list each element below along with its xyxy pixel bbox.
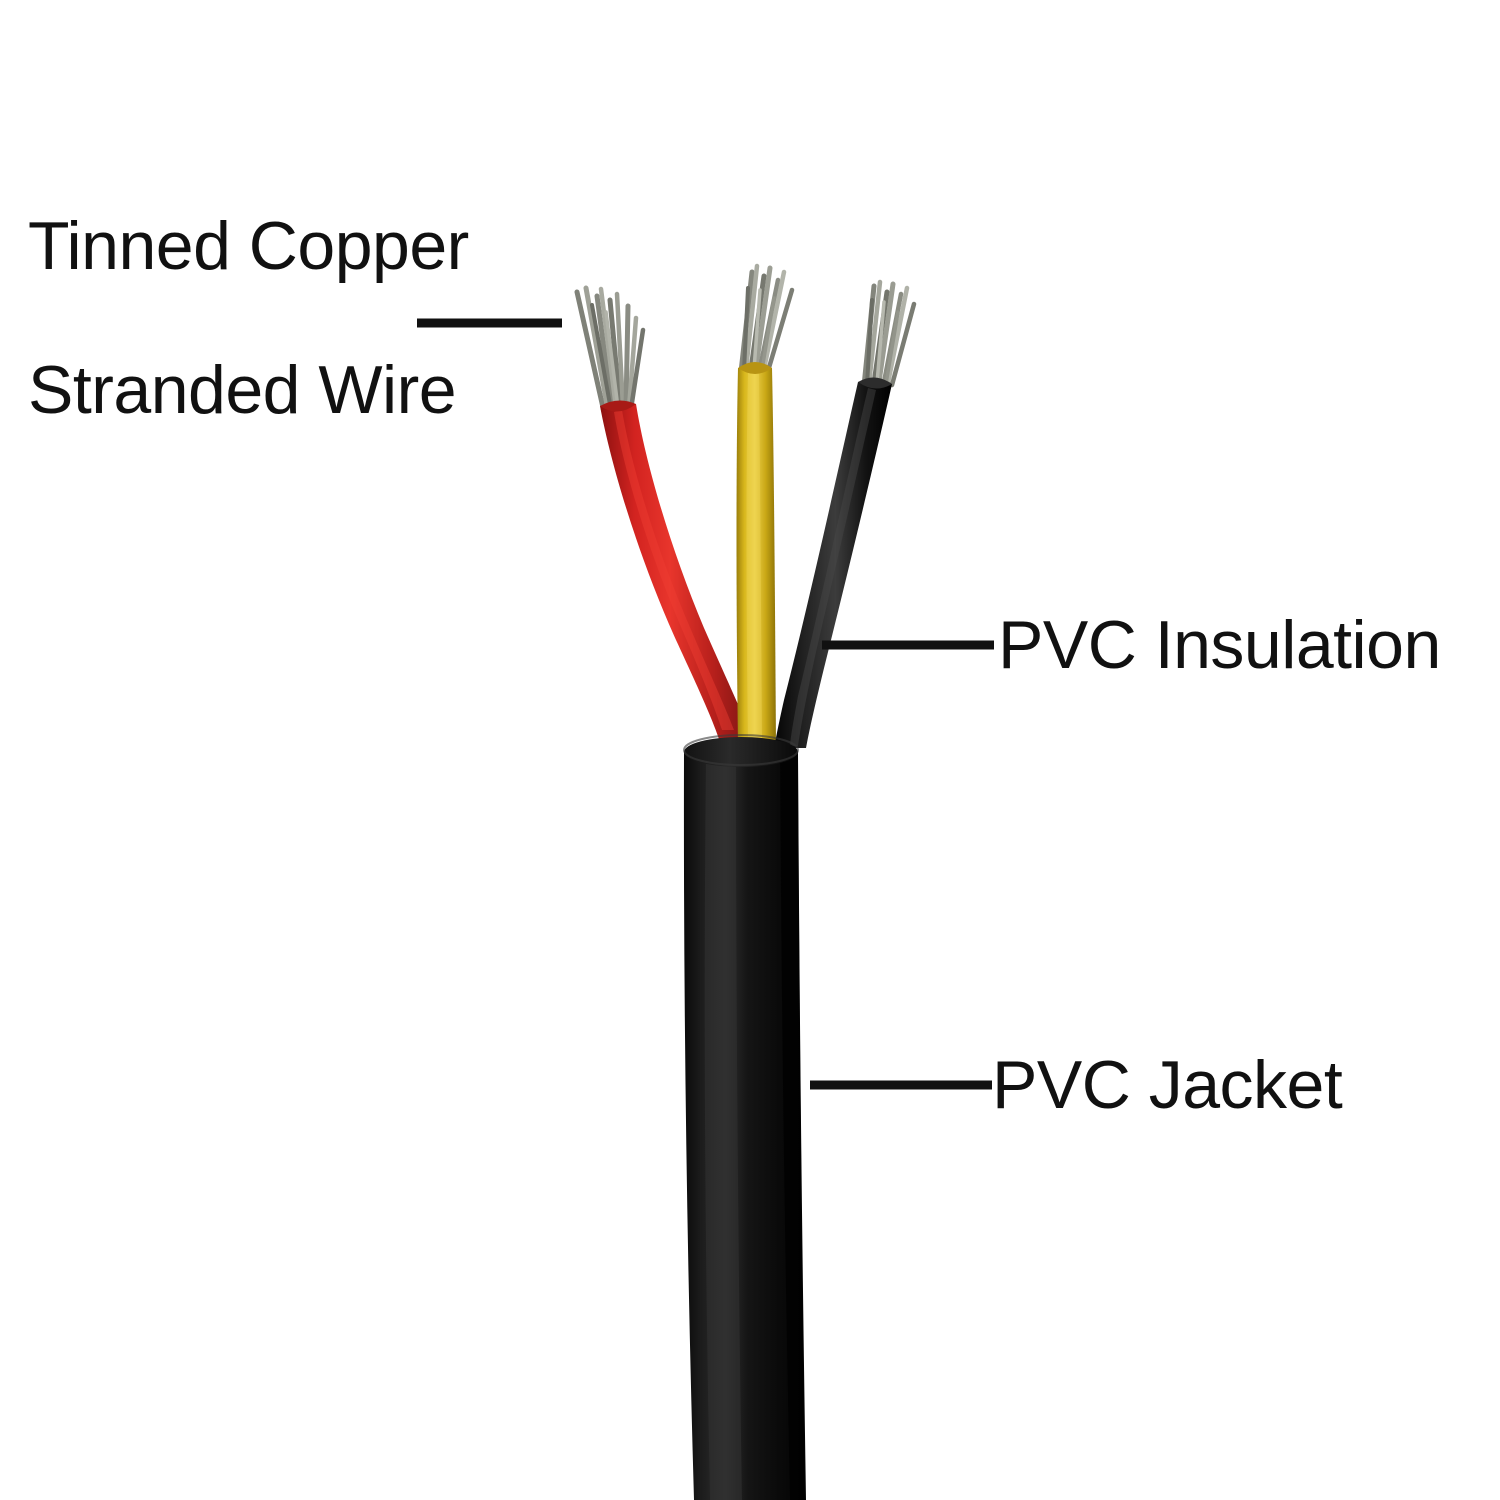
label-tinned-copper-line1: Tinned Copper bbox=[28, 208, 469, 284]
yellow-conductor-group bbox=[736, 263, 795, 748]
yellow-conductor-strands bbox=[738, 263, 795, 375]
label-tinned-copper-line2: Stranded Wire bbox=[28, 352, 457, 428]
red-conductor-strands bbox=[574, 285, 646, 415]
black-conductor-strands bbox=[861, 279, 917, 389]
red-insulation-highlight bbox=[614, 410, 734, 730]
pvc-jacket-top-rim bbox=[683, 734, 799, 766]
red-conductor-group bbox=[574, 285, 756, 748]
black-insulation-highlight bbox=[790, 388, 876, 746]
yellow-insulation-tip bbox=[738, 362, 772, 374]
red-insulation-body bbox=[600, 404, 756, 748]
black-conductor-group bbox=[774, 279, 917, 748]
black-insulation-tip bbox=[858, 377, 892, 389]
pvc-jacket-top-face bbox=[684, 737, 798, 767]
red-insulation-tip bbox=[600, 400, 636, 412]
pvc-jacket-edge-shadow bbox=[780, 752, 805, 1500]
pvc-jacket-group bbox=[683, 734, 806, 1500]
label-pvc-insulation: PVC Insulation bbox=[998, 607, 1441, 683]
pvc-jacket-specular bbox=[704, 756, 742, 1500]
yellow-insulation-highlight bbox=[746, 372, 762, 742]
black-insulation-body bbox=[774, 382, 892, 748]
yellow-insulation-body bbox=[736, 368, 776, 748]
label-pvc-jacket: PVC Jacket bbox=[992, 1047, 1343, 1123]
